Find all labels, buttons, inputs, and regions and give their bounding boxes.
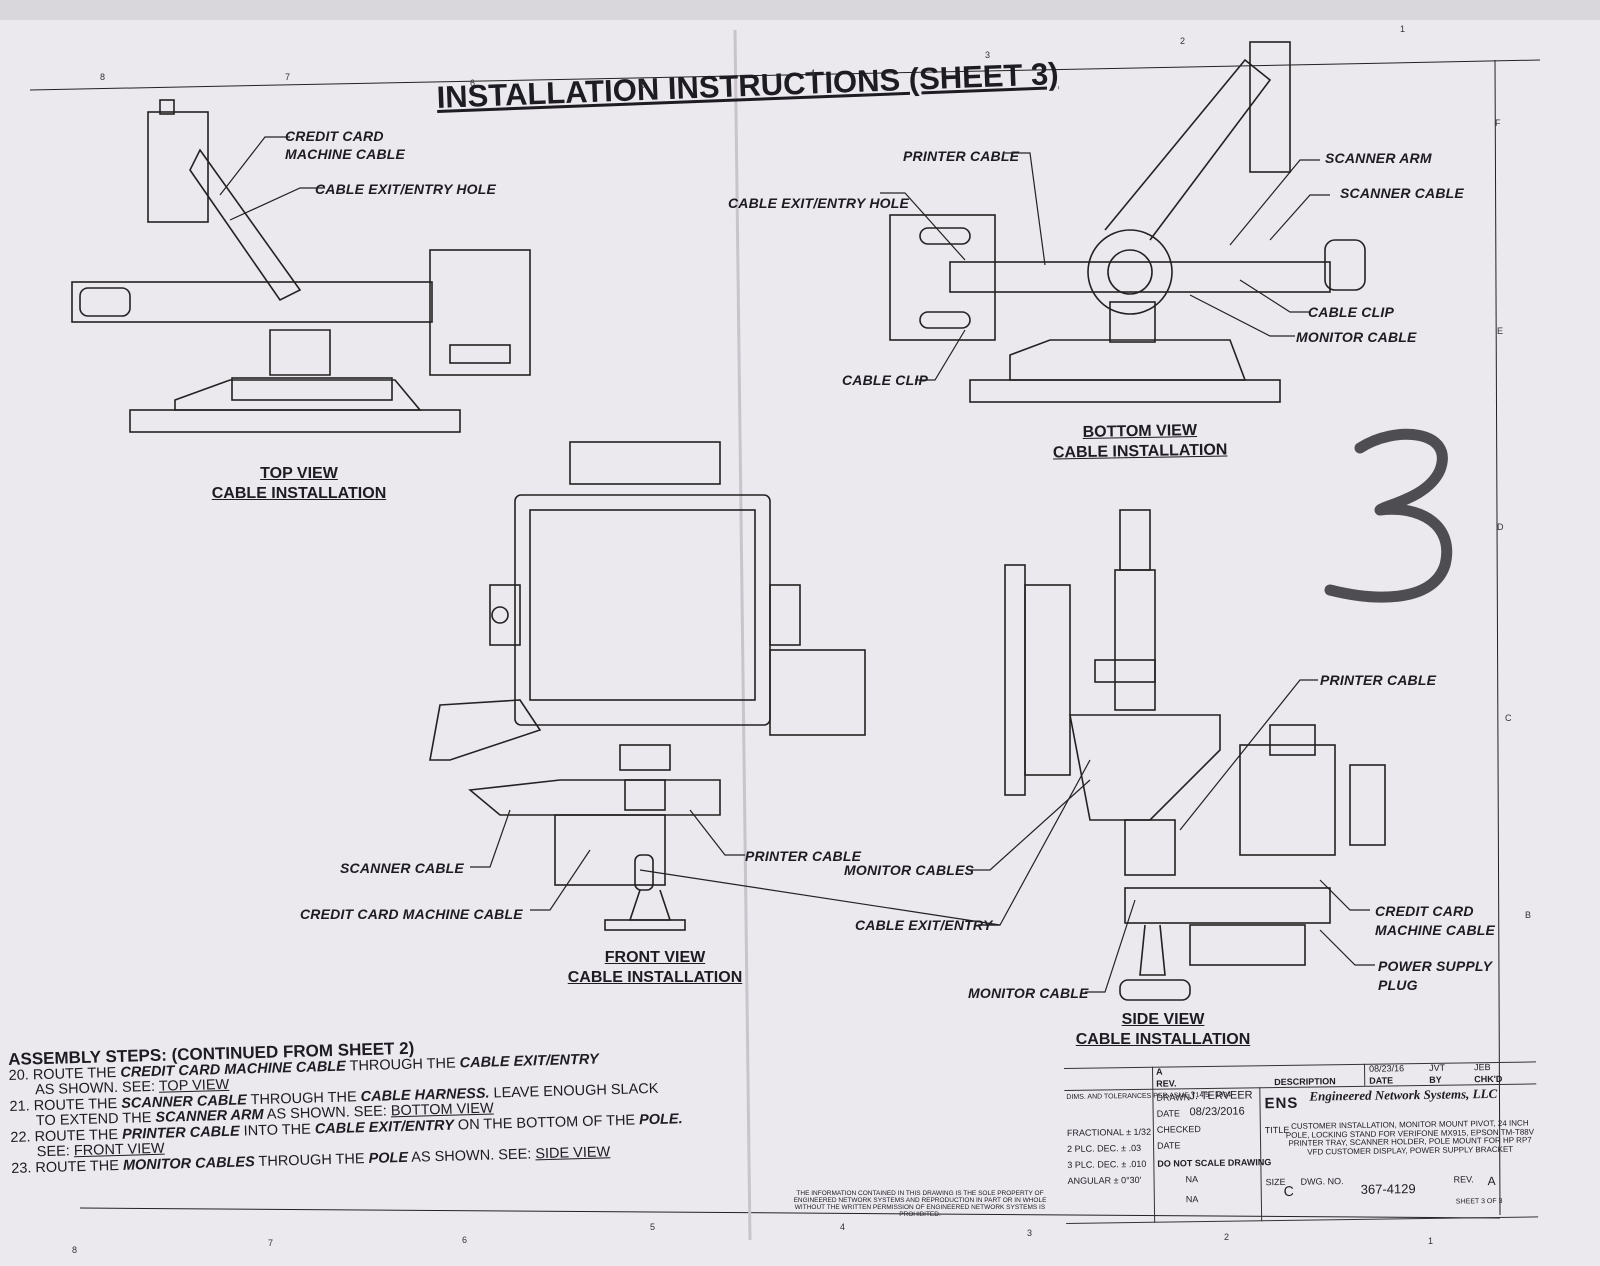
scale-note: DO NOT SCALE DRAWING — [1157, 1157, 1272, 1169]
by-header: BY — [1429, 1074, 1442, 1085]
rev-letter: A — [1155, 1066, 1163, 1077]
label-scanner-cable: SCANNER CABLE — [340, 860, 464, 876]
checked-header: CHK'D — [1474, 1073, 1503, 1085]
zone-marker: 1 — [1400, 24, 1406, 34]
zone-marker: C — [1505, 713, 1512, 723]
front-view-drawing — [429, 441, 866, 931]
drawn-date: 08/23/2016 — [1189, 1105, 1245, 1119]
label-scanner-cable: SCANNER CABLE — [1340, 185, 1464, 201]
label-credit-card-machine-cable: CREDIT CARD — [285, 128, 384, 144]
drawn-by: J. TERVEER — [1189, 1089, 1253, 1103]
na-value: NA — [1185, 1194, 1199, 1205]
zone-marker: 7 — [285, 72, 291, 82]
label-printer-cable: PRINTER CABLE — [745, 848, 862, 864]
zone-marker: F — [1495, 118, 1501, 128]
rev-checked: JEB — [1473, 1062, 1491, 1073]
drawn-date-label: DATE — [1156, 1108, 1181, 1119]
rev-header: REV. — [1156, 1078, 1177, 1089]
rev-label: REV. — [1453, 1174, 1474, 1185]
label-monitor-cables: MONITOR CABLES — [844, 862, 975, 878]
zone-marker: 4 — [840, 1222, 846, 1232]
zone-marker: 8 — [72, 1245, 78, 1255]
assembly-steps: ASSEMBLY STEPS: (CONTINUED FROM SHEET 2)… — [8, 1032, 711, 1177]
label-credit-card-machine-cable: CREDIT CARD — [1375, 903, 1474, 919]
label-cable-exit-entry-hole: CABLE EXIT/ENTRY HOLE — [728, 195, 910, 211]
label-power-supply-plug: POWER SUPPLY — [1378, 958, 1493, 974]
top-view-drawing — [71, 99, 531, 433]
zone-marker: 3 — [985, 50, 991, 60]
side-view-drawing — [1004, 509, 1386, 1001]
label-cable-exit-entry: CABLE EXIT/ENTRY — [855, 917, 993, 933]
zone-marker: 5 — [650, 1222, 656, 1232]
label-credit-card-machine-cable: MACHINE CABLE — [1375, 922, 1496, 938]
drawing-number: 367-4129 — [1360, 1181, 1416, 1197]
label-credit-card-machine-cable: CREDIT CARD MACHINE CABLE — [300, 906, 523, 922]
rev-date: 08/23/16 — [1368, 1063, 1405, 1074]
tolerance-fractional: FRACTIONAL ± 1/32 — [1066, 1126, 1152, 1138]
bottom-view-drawing — [889, 41, 1366, 403]
label-power-supply-plug: PLUG — [1378, 977, 1418, 993]
zone-marker: 5 — [640, 80, 646, 90]
tolerance-two-place: 2 PLC. DEC. ± .03 — [1067, 1142, 1142, 1154]
label-printer-cable: PRINTER CABLE — [1320, 672, 1437, 688]
label-printer-cable: PRINTER CABLE — [903, 148, 1020, 164]
zone-marker: B — [1525, 910, 1532, 920]
zone-marker: 3 — [1027, 1228, 1033, 1238]
dwg-no-label: DWG. NO. — [1300, 1176, 1344, 1187]
checked-label: CHECKED — [1156, 1124, 1201, 1135]
tolerance-angular: ANGULAR ± 0°30' — [1067, 1174, 1142, 1186]
label-credit-card-machine-cable: MACHINE CABLE — [285, 146, 406, 162]
company-name: Engineered Network Systems, LLC — [1309, 1085, 1498, 1104]
checked-date-label: DATE — [1157, 1140, 1181, 1151]
label-monitor-cable: MONITOR CABLE — [1296, 329, 1417, 345]
label-scanner-arm: SCANNER ARM — [1325, 150, 1432, 166]
zone-marker: 1 — [1428, 1236, 1434, 1246]
na-value: NA — [1185, 1174, 1199, 1185]
label-monitor-cable: MONITOR CABLE — [968, 985, 1089, 1001]
zone-marker: E — [1497, 326, 1504, 336]
sheet-size: C — [1283, 1182, 1294, 1199]
date-header: DATE — [1369, 1075, 1394, 1086]
zone-marker: 7 — [268, 1238, 274, 1248]
zone-marker: 2 — [1180, 36, 1186, 46]
proprietary-notice: THE INFORMATION CONTAINED IN THIS DRAWIN… — [793, 1190, 1047, 1218]
label-cable-clip: CABLE CLIP — [1308, 304, 1394, 320]
zone-marker: 4 — [810, 68, 816, 78]
ens-logo: ENS — [1264, 1094, 1299, 1113]
zone-marker: 6 — [470, 78, 476, 88]
drawn-label: DRAWN — [1156, 1092, 1191, 1103]
label-cable-clip: CABLE CLIP — [842, 372, 928, 388]
tolerance-three-place: 3 PLC. DEC. ± .010 — [1067, 1158, 1147, 1170]
description-header: DESCRIPTION — [1274, 1076, 1336, 1088]
revision: A — [1487, 1173, 1496, 1189]
zone-marker: 2 — [1224, 1232, 1230, 1242]
sheet-count: SHEET 3 OF 3 — [1455, 1197, 1503, 1206]
handwritten-sheet-number — [1324, 428, 1453, 603]
zone-marker: 8 — [100, 72, 106, 82]
zone-marker: D — [1497, 522, 1504, 532]
title-block: A REV. DESCRIPTION 08/23/16 JVT JEB DATE… — [1064, 1061, 1539, 1224]
drawing-title: CUSTOMER INSTALLATION, MONITOR MOUNT PIV… — [1285, 1118, 1535, 1157]
label-cable-exit-entry-hole: CABLE EXIT/ENTRY HOLE — [315, 181, 497, 197]
zone-marker: 6 — [462, 1235, 468, 1245]
rev-by: JVT — [1428, 1062, 1446, 1073]
